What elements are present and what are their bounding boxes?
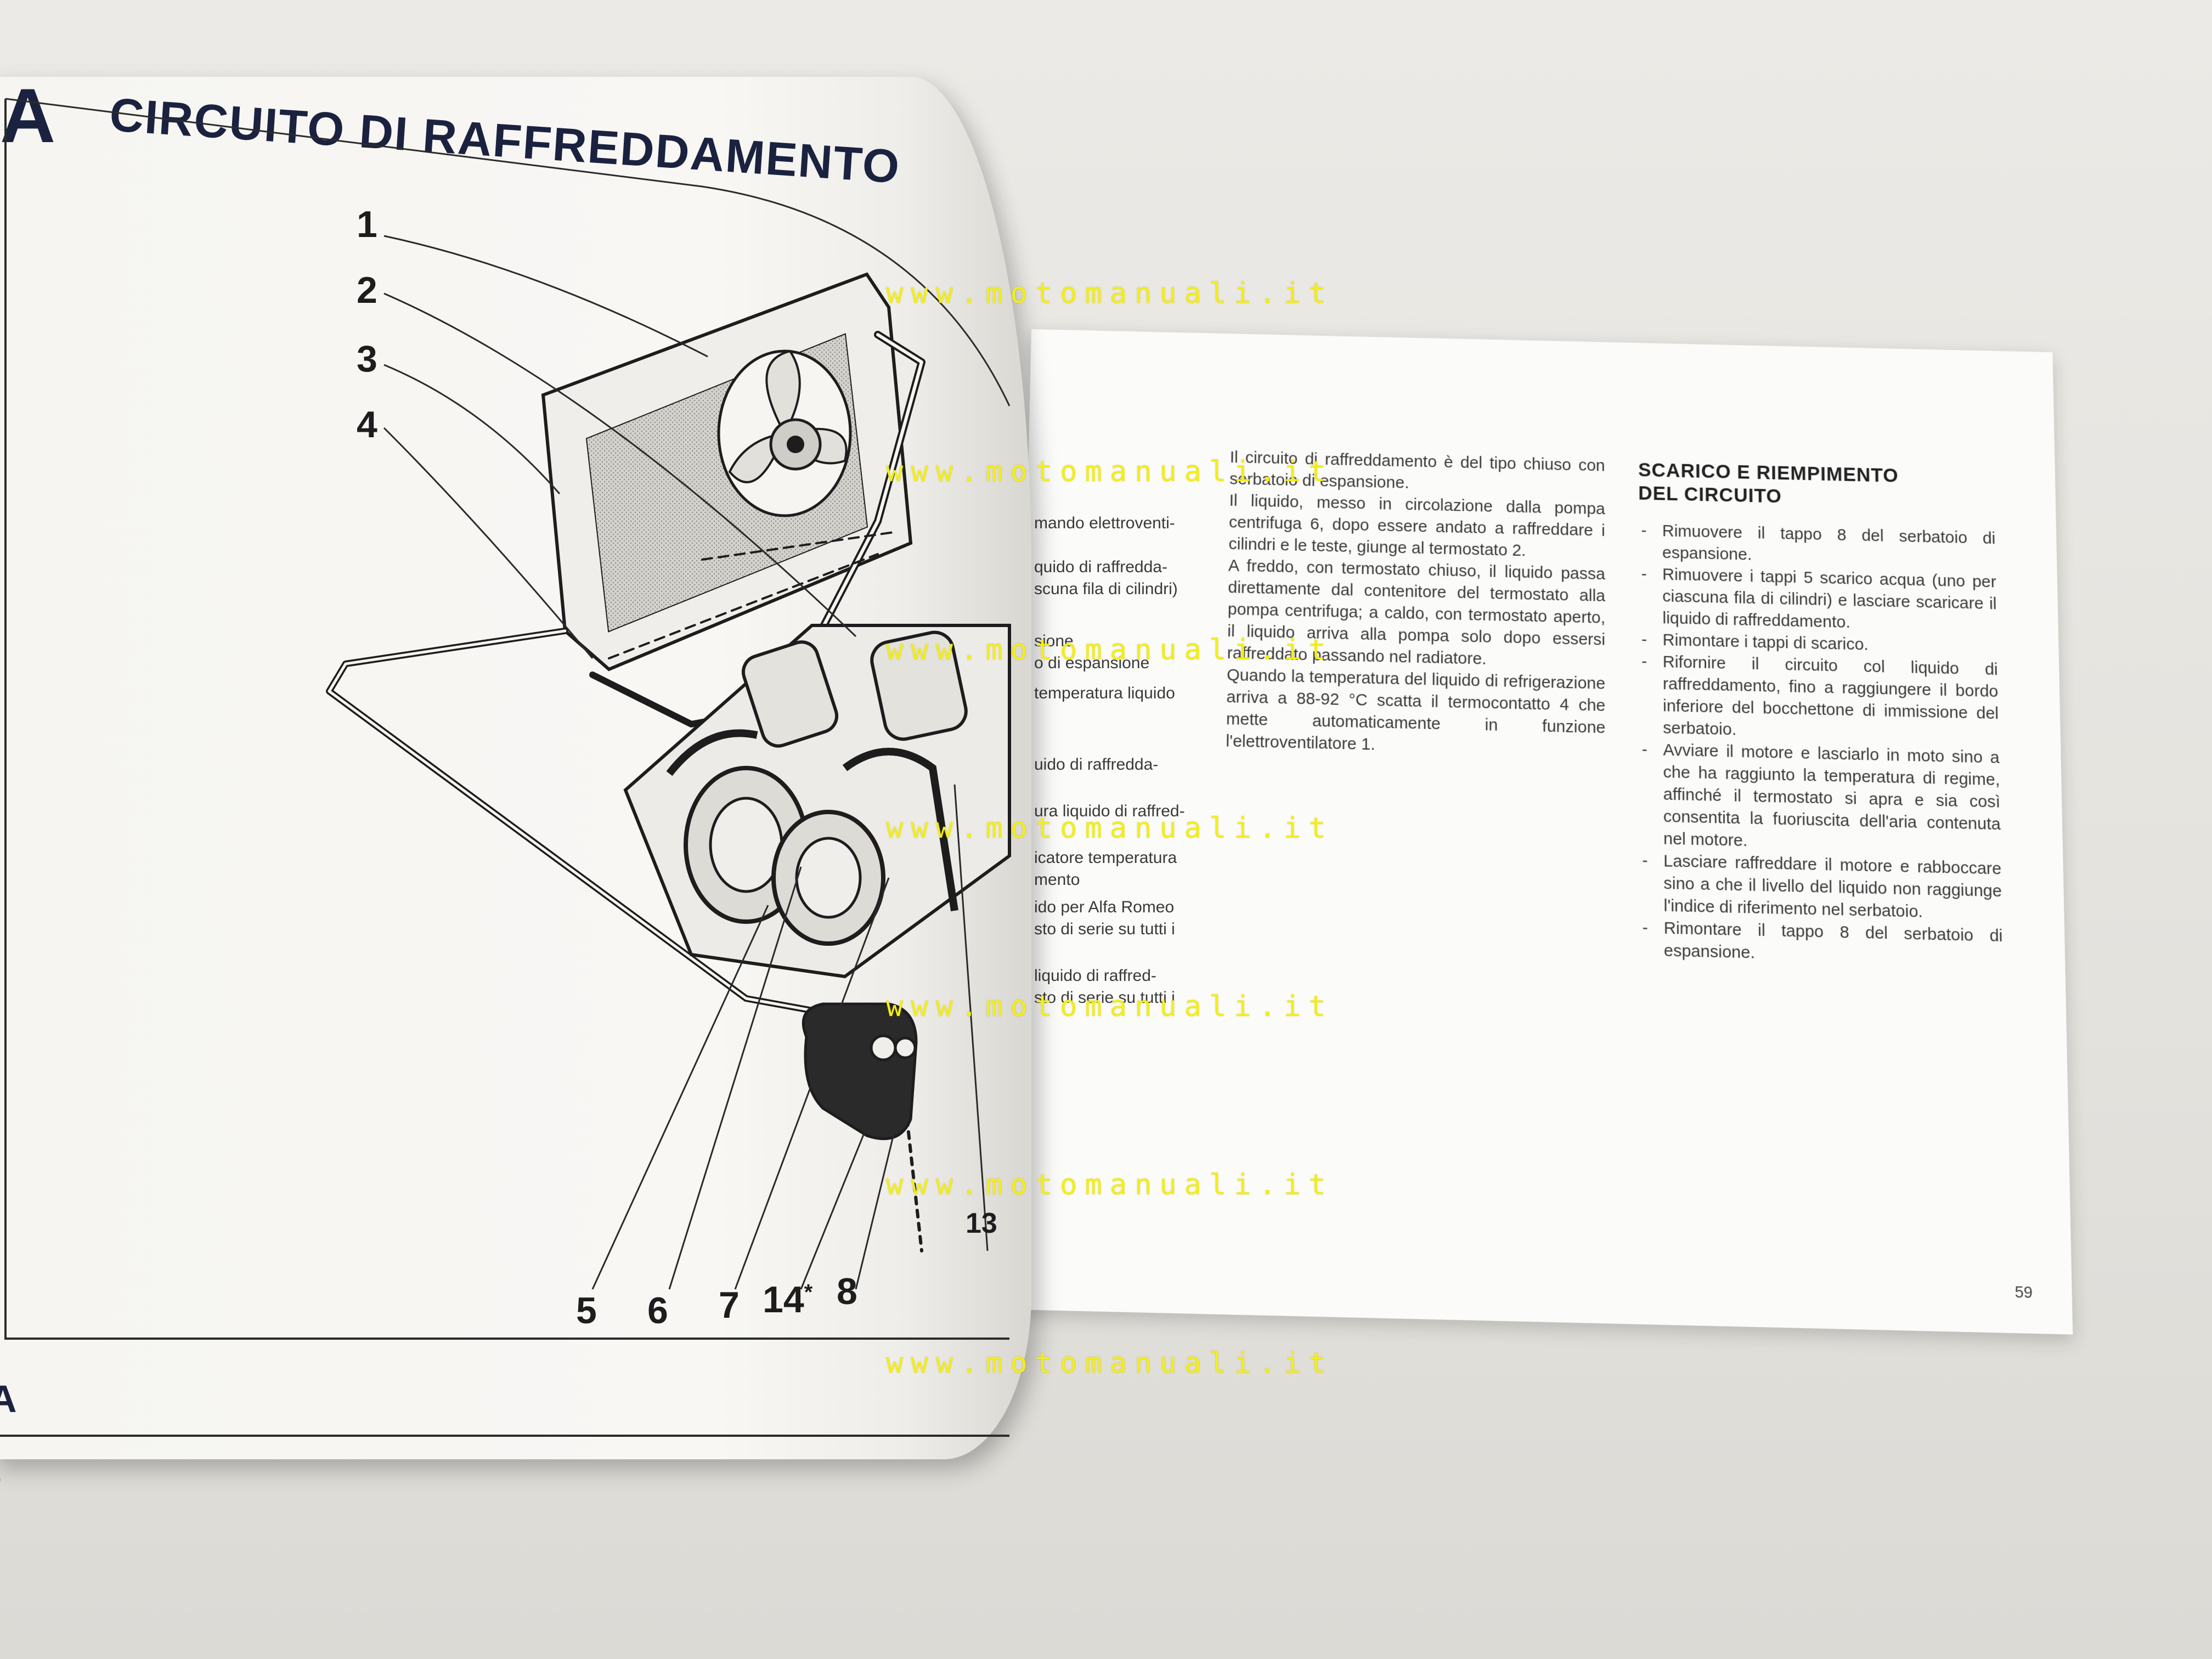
legend-snippet: ido per Alfa Romeo (1034, 898, 1175, 916)
callout-4: 4 (357, 404, 377, 445)
cooling-description: Il circuito di raffreddamento è del tipo… (1226, 447, 1605, 761)
right-page-number: 59 (2015, 1283, 2033, 1302)
callout-3: 3 (357, 338, 377, 380)
legend-snippet: ura liquido di raffred- (1034, 802, 1185, 820)
step-item: Avviare il motore e lasciarlo in moto si… (1642, 738, 2001, 857)
callout-5: 5 (576, 1290, 597, 1331)
callout-2: 2 (357, 269, 377, 311)
left-page-number: 8 (0, 1465, 1, 1489)
description-paragraph: Il liquido, messo in circolazione dalla … (1228, 491, 1605, 560)
legend-snippet: mento (1034, 871, 1080, 889)
footer-rule (0, 1435, 1009, 1437)
legend-snippet: liquido di raffred- (1034, 967, 1156, 985)
callout-14-number: 14 (763, 1279, 804, 1321)
left-page: A CIRCUITO DI RAFFREDDAMENTO (0, 72, 1031, 1489)
step-item: Rimontare il tappo 8 del serbatoio di es… (1643, 916, 2004, 969)
legend-snippet: temperatura liquido (1034, 684, 1175, 702)
legend-snippet: sto di serie su tutti i (1034, 920, 1175, 938)
legend-snippet: o di espansione (1034, 654, 1150, 672)
step-item: Rifornire il circuito col liquido di raf… (1641, 651, 1999, 747)
legend-snippet: sione (1034, 632, 1074, 650)
legend-snippet: icatore temperatura (1034, 849, 1177, 867)
watermark: www.motomanuali.it (886, 634, 1334, 667)
electric-fan (717, 349, 852, 517)
step-item: Rimuovere i tappi 5 scarico acqua (uno p… (1641, 563, 1997, 636)
legend-snippet: quido di raffredda- (1034, 558, 1167, 576)
step-item: Lasciare raffreddare il motore e rabbocc… (1642, 849, 2002, 924)
callout-14: 14* (763, 1278, 812, 1321)
legend-snippet: uido di raffredda- (1034, 755, 1159, 774)
step-item: Rimuovere il tappo 8 del serbatoio di es… (1641, 520, 1996, 571)
legend-snippet: mando elettroventi- (1034, 514, 1175, 532)
watermark: www.motomanuali.it (886, 1169, 1334, 1201)
watermark: www.motomanuali.it (886, 277, 1334, 310)
callout-1: 1 (357, 204, 377, 245)
cooling-circuit-diagram (4, 98, 1011, 1340)
callout-leaders (383, 235, 989, 1290)
section-letter: A (0, 72, 56, 159)
callout-13: 13 (966, 1207, 997, 1239)
engine-block (623, 624, 1011, 979)
legend-snippet: sto di serie su tutti i (1034, 989, 1175, 1007)
coolant-hoses (326, 331, 926, 1252)
watermark: www.motomanuali.it (886, 990, 1334, 1023)
watermark: www.motomanuali.it (886, 1347, 1334, 1380)
callout-14-asterisk: * (804, 1280, 813, 1305)
callout-7: 7 (719, 1284, 740, 1326)
drain-fill-steps: Rimuovere il tappo 8 del serbatoio di es… (1641, 520, 2003, 970)
watermark: www.motomanuali.it (886, 455, 1334, 488)
legend-snippet: scuna fila di cilindri) (1034, 580, 1178, 598)
expansion-tank (802, 1002, 918, 1141)
footer-section-letter: A (0, 1378, 17, 1420)
callout-8: 8 (837, 1271, 857, 1312)
drain-fill-heading: SCARICO E RIEMPIMENTO DEL CIRCUITO (1638, 459, 1970, 513)
watermark: www.motomanuali.it (886, 812, 1334, 845)
description-paragraph: Quando la temperatura del liquido di ref… (1226, 665, 1606, 754)
callout-6: 6 (647, 1290, 668, 1331)
